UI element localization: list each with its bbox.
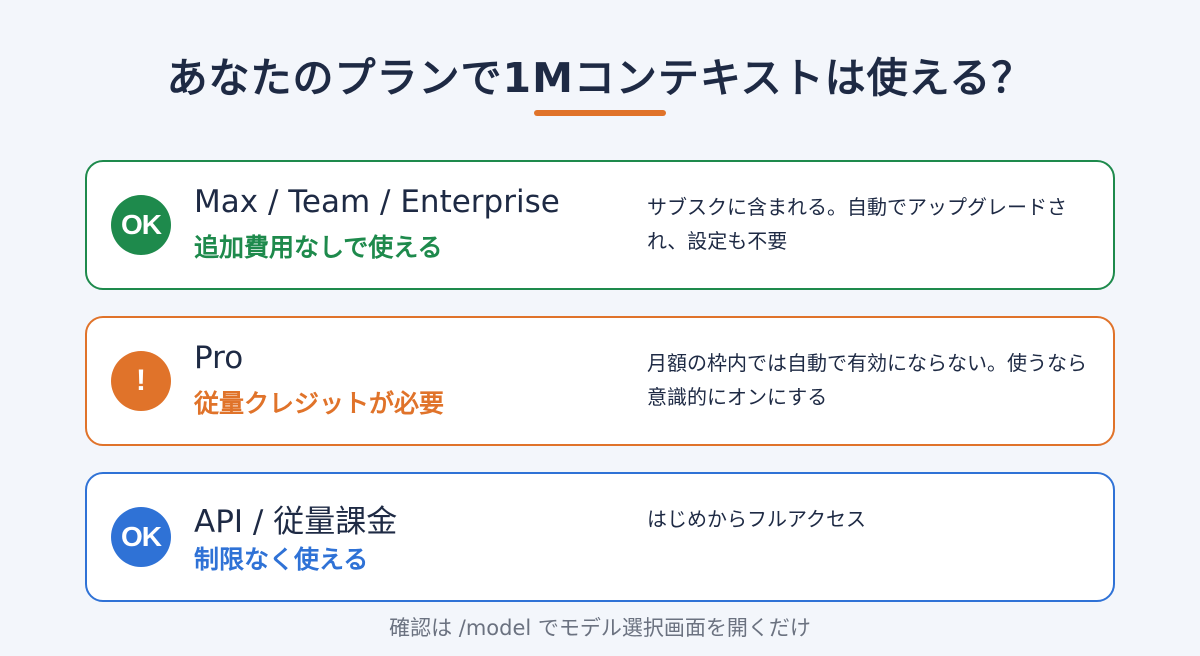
plan-status: 従量クレジットが必要 bbox=[194, 389, 445, 418]
plan-name: Pro bbox=[194, 340, 244, 376]
ok-icon: OK bbox=[111, 195, 171, 255]
plan-status: 追加費用なしで使える bbox=[194, 233, 443, 262]
warning-icon: ! bbox=[111, 351, 171, 411]
plan-card-max-team-enterprise: OK Max / Team / Enterprise 追加費用なしで使える サブ… bbox=[85, 160, 1115, 290]
plan-name: Max / Team / Enterprise bbox=[194, 184, 560, 220]
page-title: あなたのプランで1Mコンテキストは使える？ bbox=[166, 54, 1034, 102]
plan-description: サブスクに含まれる。自動でアップグレードされ、設定も不要 bbox=[647, 195, 1067, 253]
plan-name: API / 従量課金 bbox=[194, 504, 398, 540]
ok-icon: OK bbox=[111, 507, 171, 567]
plan-card-pro: ! Pro 従量クレジットが必要 月額の枠内では自動で有効にならない。使うなら意… bbox=[85, 316, 1115, 446]
plan-card-api: OK API / 従量課金 制限なく使える はじめからフルアクセス bbox=[85, 472, 1115, 602]
plan-description: 月額の枠内では自動で有効にならない。使うなら意識的にオンにする bbox=[647, 351, 1087, 409]
plan-description: はじめからフルアクセス bbox=[647, 507, 866, 531]
title-underline bbox=[534, 110, 666, 116]
footer-note: 確認は /model でモデル選択画面を開くだけ bbox=[389, 616, 811, 640]
plan-status: 制限なく使える bbox=[194, 545, 369, 574]
